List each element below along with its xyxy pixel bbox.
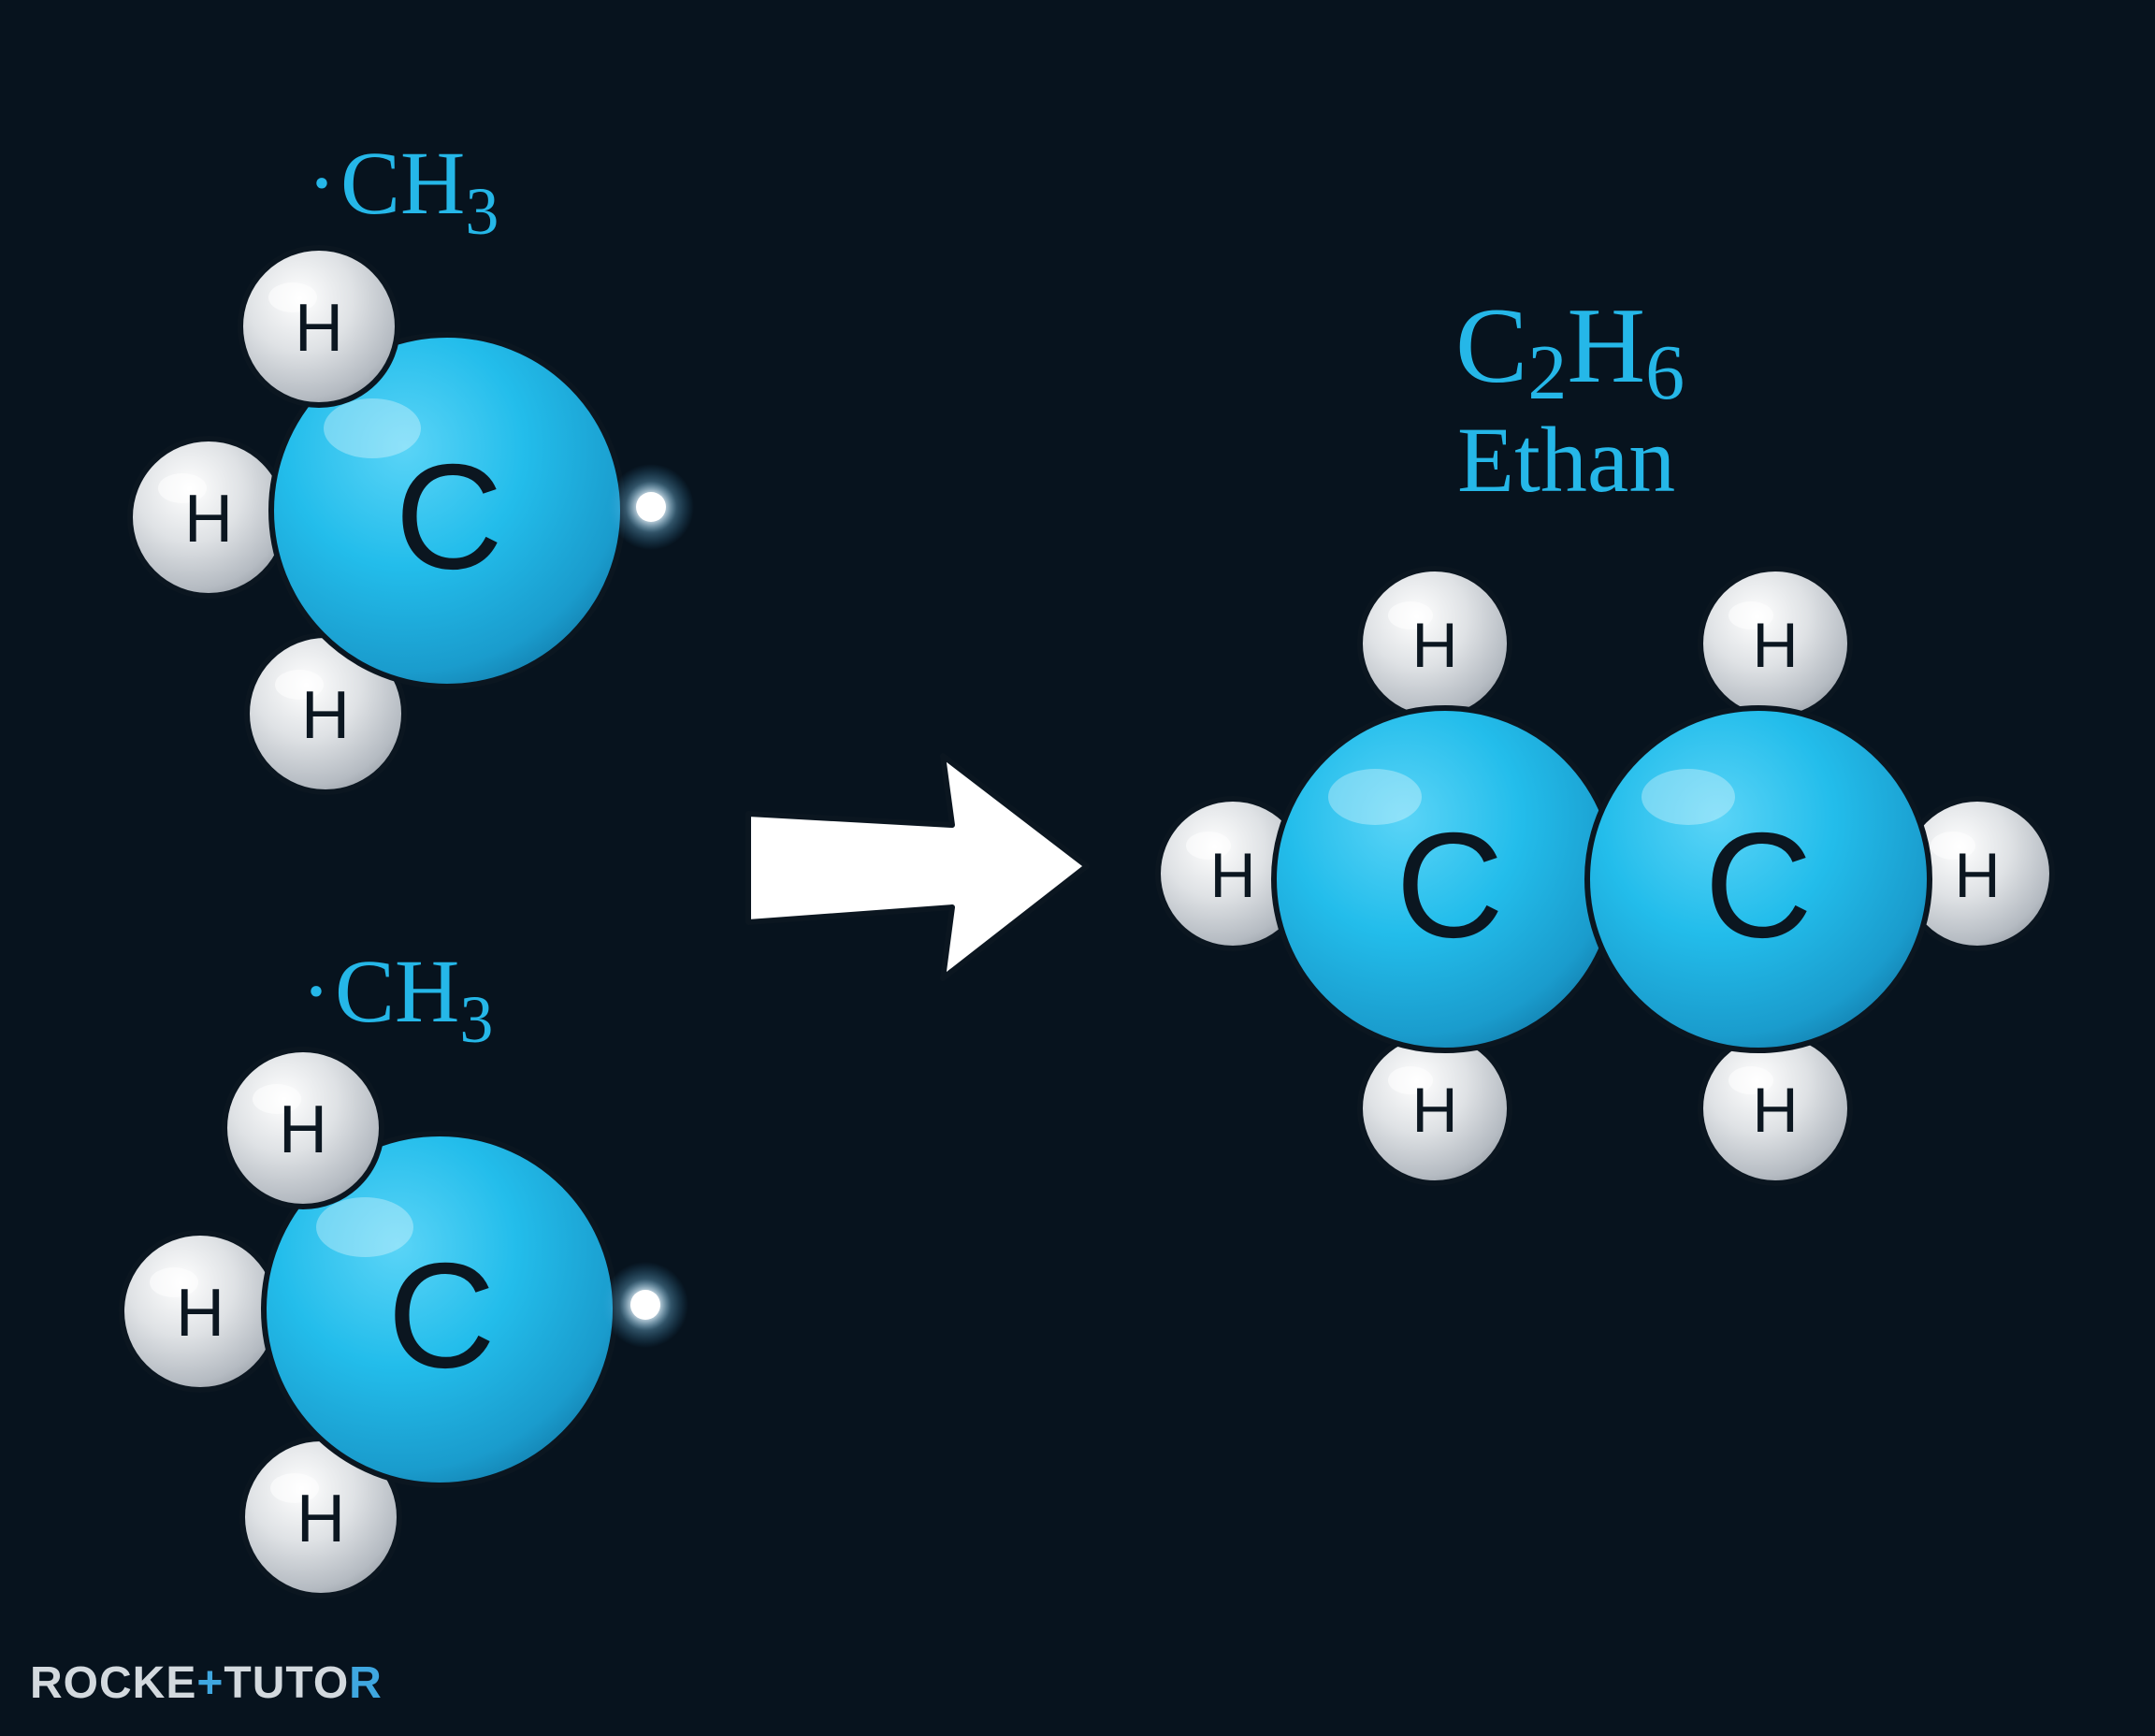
atom-label-h: H (295, 291, 343, 366)
atom-label-h: H (1954, 840, 2000, 911)
hydrogen-atom: H (1698, 1031, 1853, 1186)
formula-main: CH (335, 941, 459, 1041)
atom-label-c: C (387, 1232, 496, 1399)
ethane-molecule: C2H6 Ethan H H H H H (1155, 286, 2055, 1186)
atom-label-h: H (184, 482, 233, 557)
hydrogen-atom: H (119, 1230, 282, 1393)
atom-label-h: H (1752, 610, 1798, 681)
carbon-atom: C (268, 332, 626, 689)
formula-c-subscript: 2 (1527, 329, 1567, 416)
logo-text-a: ROCKE (30, 1658, 197, 1708)
formula-ch3-top: ·CH3 (307, 133, 499, 249)
formula-subscript: 3 (465, 174, 499, 249)
hydrogen-atom: H (1155, 796, 1310, 951)
formula-c2h6: C2H6 (1455, 286, 1685, 416)
formula-main: CH (340, 133, 465, 233)
hydrogen-atom: H (1357, 1031, 1512, 1186)
atom-label-c: C (1396, 802, 1504, 969)
hydrogen-atom: H (244, 632, 407, 795)
atom-label-h: H (1411, 1075, 1457, 1146)
atom-label-h: H (176, 1276, 224, 1351)
logo-text-b: TUTO (224, 1658, 350, 1708)
atom-label-h: H (1209, 840, 1255, 911)
atom-label-c: C (1704, 802, 1813, 969)
formula-ch3-bottom: ·CH3 (301, 941, 493, 1057)
unpaired-electron-glow (602, 1262, 688, 1348)
hydrogen-atom: H (238, 245, 400, 408)
reaction-arrow (745, 753, 1090, 981)
hydrogen-atom: H (222, 1047, 384, 1209)
atom-label-h: H (296, 1482, 345, 1556)
hydrogen-atom: H (1357, 566, 1512, 721)
brand-logo: ROCKE+TUTOR (30, 1657, 383, 1709)
logo-accent: + (196, 1658, 224, 1708)
radical-dot: · (307, 133, 337, 233)
formula-h: H (1567, 286, 1645, 406)
methyl-radical-top: ·CH3 H H C H (127, 133, 694, 795)
carbon-atom: C (1584, 705, 1932, 1053)
carbon-atom: C (1271, 705, 1619, 1053)
methyl-radical-bottom: ·CH3 H H C H (119, 941, 688, 1599)
atom-label-h: H (1752, 1075, 1798, 1146)
atom-label-c: C (395, 433, 503, 600)
formula-h-subscript: 6 (1645, 329, 1685, 416)
logo-text-c: R (349, 1658, 383, 1708)
formula-subscript: 3 (459, 982, 493, 1057)
unpaired-electron-glow (608, 464, 694, 550)
hydrogen-atom: H (1900, 796, 2055, 951)
formula-c: C (1455, 286, 1527, 406)
hydrogen-atom: H (1698, 566, 1853, 721)
atom-label-h: H (279, 1092, 327, 1167)
atom-label-h: H (1411, 610, 1457, 681)
radical-dot: · (301, 941, 331, 1041)
hydrogen-atom: H (127, 436, 290, 599)
atom-label-h: H (301, 678, 350, 753)
compound-name: Ethan (1457, 408, 1675, 512)
